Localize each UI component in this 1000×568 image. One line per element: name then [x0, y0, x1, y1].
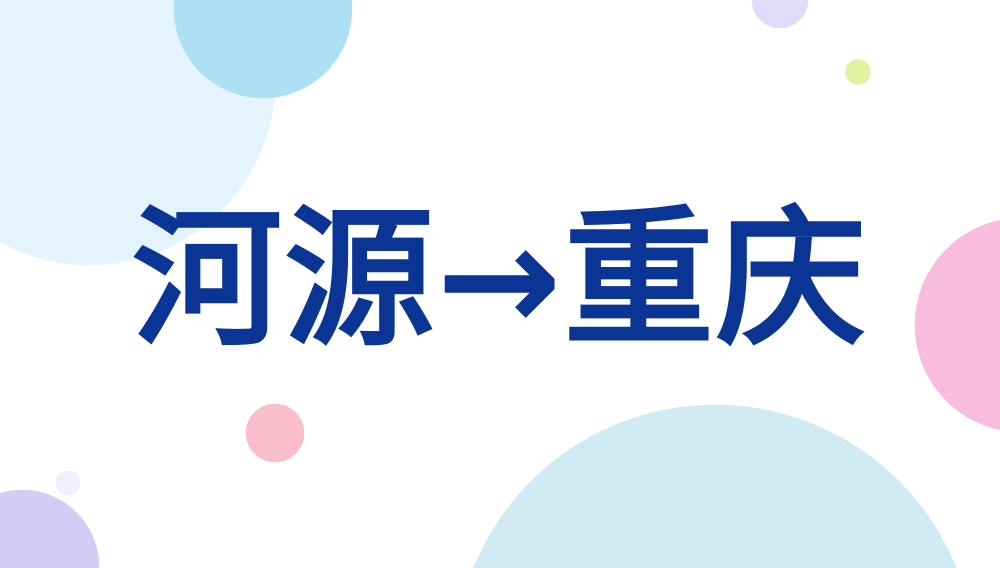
route-title: 河源→重庆 — [132, 193, 868, 367]
